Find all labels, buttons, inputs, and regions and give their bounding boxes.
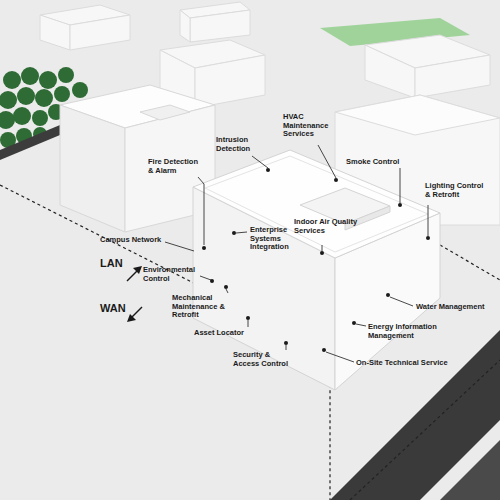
callout-label: Mechanical Maintenance & Retrofit xyxy=(172,294,228,320)
main-building xyxy=(193,150,440,390)
callout-label: Water Management xyxy=(416,303,496,312)
site-boundary xyxy=(440,245,500,280)
callout-label: Environmental Control xyxy=(143,266,199,283)
callout-label: Asset Locator xyxy=(194,329,252,338)
callout-label: Enterprise Systems Integration xyxy=(250,226,298,252)
callout-label: HVAC Maintenance Services xyxy=(283,113,343,139)
site-boundary xyxy=(350,360,500,500)
callout-label: Campus Network xyxy=(100,236,170,245)
network-label: WAN xyxy=(100,302,126,315)
callout-label: Fire Detection & Alarm xyxy=(148,158,204,175)
callout-label: Security & Access Control xyxy=(233,351,291,368)
callout-label: Energy Information Management xyxy=(368,323,448,340)
network-arrows xyxy=(127,266,142,322)
callout-label: Indoor Air Quality Services xyxy=(294,218,370,235)
network-label: LAN xyxy=(100,257,123,270)
callout-label: Intrusion Detection xyxy=(216,136,258,153)
road xyxy=(440,440,500,500)
callout-label: Smoke Control xyxy=(346,158,402,167)
callout-label: Lighting Control & Retrofit xyxy=(425,182,487,199)
path-strip xyxy=(0,125,60,160)
callout-label: On-Site Technical Service xyxy=(356,359,456,368)
left-building xyxy=(60,85,215,232)
